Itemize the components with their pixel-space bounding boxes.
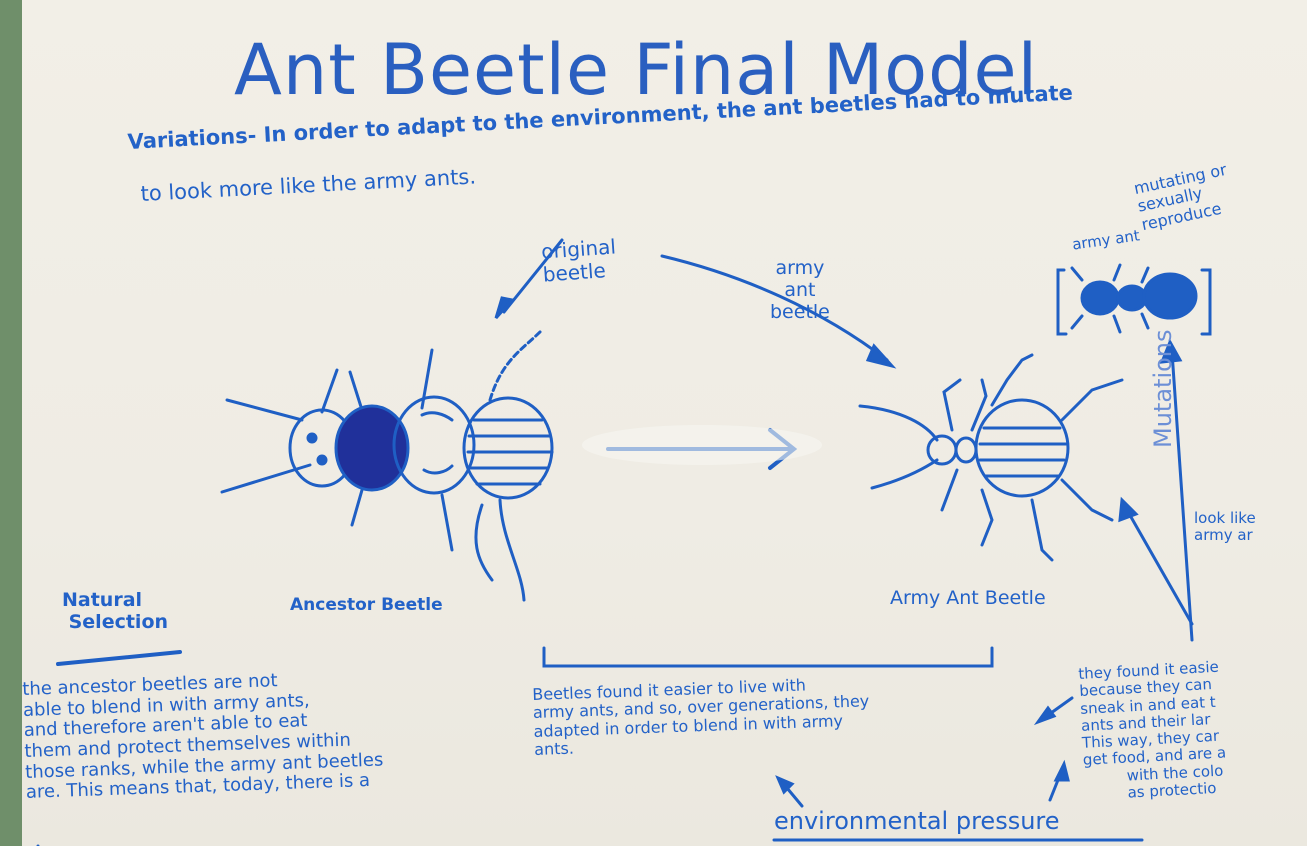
natural-selection-label: Natural Selection [62,590,168,634]
variations-text-line2: to look more like the army ants. [140,164,477,206]
environmental-pressure-label: environmental pressure [774,808,1060,836]
bracket [544,648,992,666]
army-ant-beetle-arrow-label: army ant beetle [770,258,830,324]
arrow-evolution [608,430,794,468]
ancestor-beetle-label: Ancestor Beetle [290,596,443,616]
army-ant-beetle-label: Army Ant Beetle [890,588,1046,610]
look-like-label: look like army ar [1194,510,1256,545]
army-ant-label: army ant [1071,227,1141,254]
mutations-label: Mutations [1150,329,1178,448]
reason-paragraph: they found it easie because they can sne… [1078,658,1228,803]
bracket-paragraph: Beetles found it easier to live with arm… [532,674,871,759]
original-beetle-label: original beetle [540,235,618,286]
natural-selection-paragraph: the ancestor beetles are not able to ble… [22,667,384,804]
ancestor-beetle-drawing [222,330,552,600]
mutating-label: mutating or sexually reproduce [1132,161,1236,235]
army-ant-beetle-drawing [860,355,1122,560]
poster: Ant Beetle Final Model Variations- In or… [22,0,1307,846]
army-ant-drawing [1058,265,1210,334]
